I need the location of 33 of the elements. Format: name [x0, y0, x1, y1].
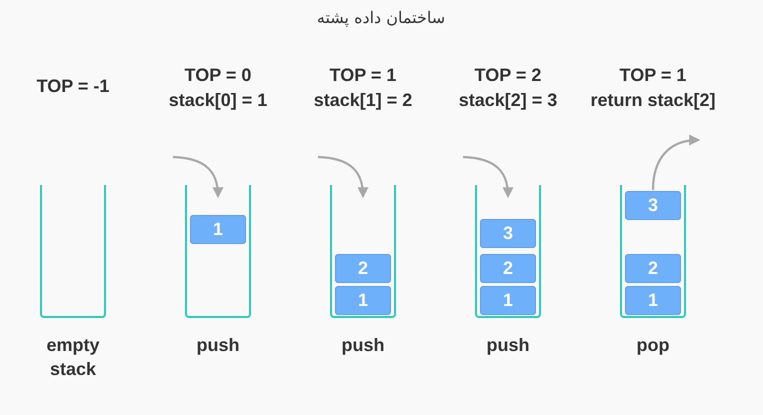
- curved-arrow: [172, 156, 224, 198]
- operation-label: pop: [636, 334, 670, 357]
- stack-label: stack[1] = 2: [314, 89, 412, 111]
- stack-label: TOP = -1: [36, 75, 110, 97]
- stack-container: [475, 185, 541, 318]
- stack-container: [185, 185, 251, 318]
- stack-label: return stack[2]: [590, 89, 716, 111]
- operation-label: push: [196, 334, 240, 357]
- stack-label: TOP = 1: [620, 64, 686, 86]
- stack-item: 2: [625, 254, 681, 283]
- stack-container: [40, 185, 106, 318]
- curved-arrow: [462, 156, 514, 198]
- stack-label: TOP = 2: [474, 64, 542, 86]
- curved-arrow: [652, 135, 700, 190]
- stack-item: 3: [480, 219, 536, 248]
- stack-item: 1: [625, 286, 681, 315]
- stack-item: 2: [335, 254, 391, 283]
- stack-item: 1: [335, 286, 391, 315]
- operation-label: empty stack: [45, 334, 100, 381]
- stack-container: [330, 185, 396, 318]
- title: ساختمان داده پشته: [316, 8, 446, 27]
- stack-label: TOP = 1: [330, 64, 396, 86]
- stack-label: TOP = 0: [184, 64, 252, 86]
- stack-item: 1: [190, 215, 246, 244]
- curved-arrow: [318, 156, 368, 198]
- stack-item: 3: [625, 191, 681, 220]
- operation-label: push: [486, 334, 530, 357]
- stack-label: stack[2] = 3: [458, 89, 558, 111]
- stack-label: stack[0] = 1: [168, 89, 268, 111]
- operation-label: push: [340, 334, 386, 357]
- stack-item: 1: [480, 286, 536, 315]
- stack-container: [620, 185, 686, 318]
- stack-item: 2: [480, 254, 536, 283]
